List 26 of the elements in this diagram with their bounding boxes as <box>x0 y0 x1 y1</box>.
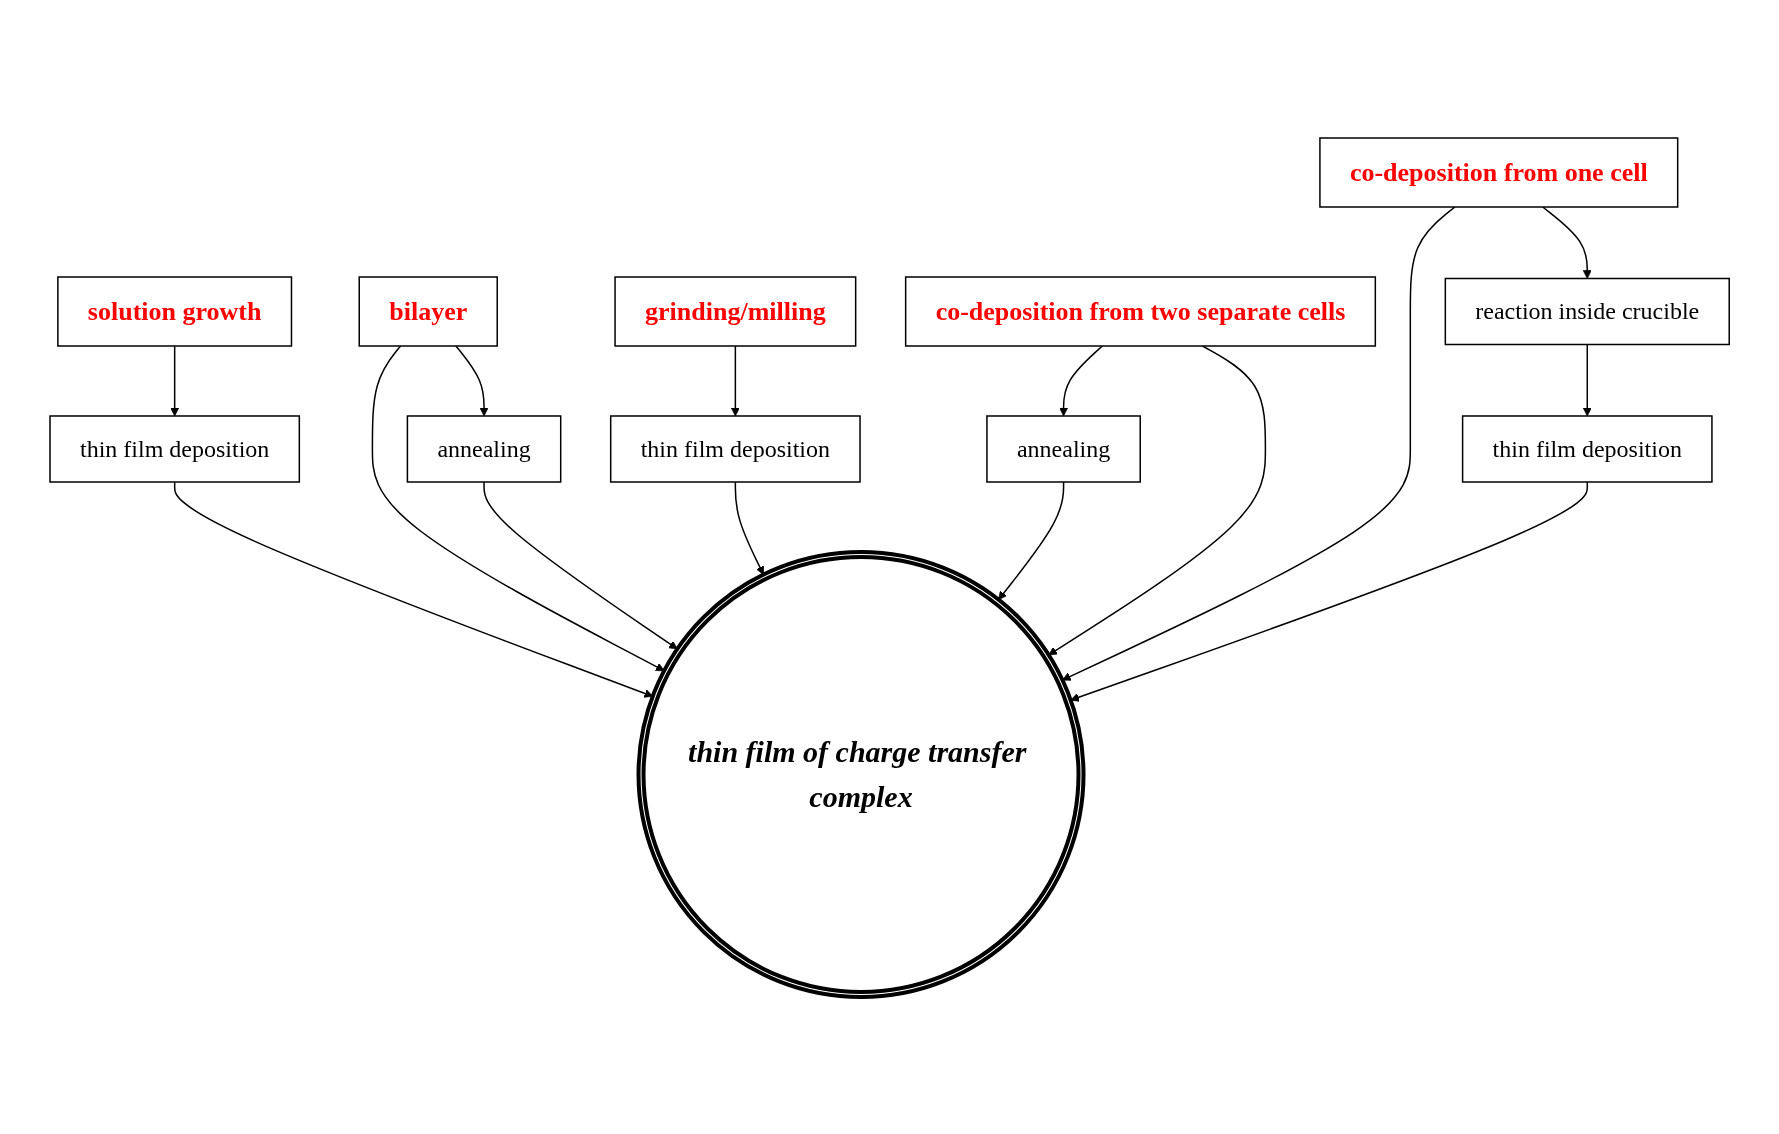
arrow <box>730 344 740 416</box>
arrow <box>455 344 489 416</box>
node-circle: thin film of charge transfer complex <box>636 549 1086 999</box>
node-box: annealing <box>406 414 562 483</box>
node-box: thin film deposition <box>609 414 861 483</box>
node-box: annealing <box>986 414 1141 483</box>
arrow <box>170 344 179 416</box>
node-box: co-deposition from two separate cells <box>904 275 1376 347</box>
arrow <box>1061 205 1456 681</box>
arrow <box>1541 205 1592 279</box>
node-box: thin film deposition <box>1461 414 1713 483</box>
arrow <box>998 480 1065 600</box>
node-box: reaction inside crucible <box>1444 277 1730 345</box>
node-box: thin film deposition <box>49 414 300 483</box>
arrow <box>371 344 665 671</box>
node-box: co-deposition from one cell <box>1319 136 1679 208</box>
arrow <box>1070 480 1588 702</box>
arrow <box>483 480 678 649</box>
node-box: bilayer <box>358 275 498 347</box>
arrow <box>1048 344 1267 655</box>
arrow <box>173 480 653 698</box>
arrow <box>1582 343 1592 416</box>
node-box: grinding/milling <box>614 275 857 347</box>
node-box: solution growth <box>57 275 293 347</box>
arrow <box>734 480 764 575</box>
arrow <box>1059 344 1103 416</box>
